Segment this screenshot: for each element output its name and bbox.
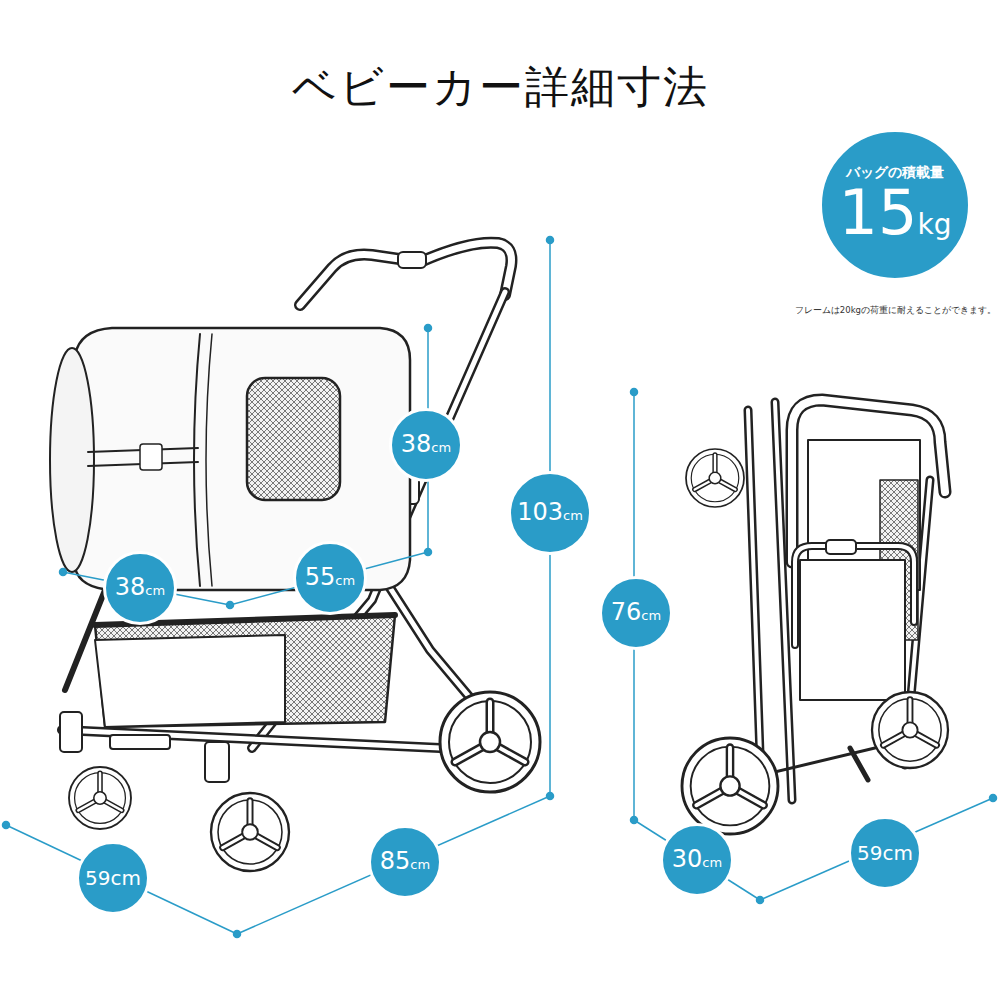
dimension-value: 85 bbox=[380, 849, 411, 874]
dimension-lines-part bbox=[547, 793, 554, 800]
handle-part bbox=[300, 243, 511, 305]
dimension-circle: 103cm bbox=[508, 471, 592, 555]
text-line: 103cm bbox=[517, 500, 583, 525]
dimension-value: 15 bbox=[839, 180, 918, 245]
dimension-value: 55 bbox=[305, 565, 336, 590]
folded-frame-part bbox=[826, 540, 856, 554]
text-line: 15kg bbox=[839, 180, 952, 245]
dimension-lines-part bbox=[3, 822, 10, 829]
text-line: 38cm bbox=[401, 432, 451, 457]
dimension-lines-part bbox=[990, 795, 997, 802]
text-line: 85cm bbox=[380, 849, 430, 874]
handle bbox=[300, 243, 511, 305]
dimension-value: 76 bbox=[611, 600, 642, 625]
dimension-lines-part bbox=[547, 237, 554, 244]
dimension-lines-part bbox=[6, 825, 237, 934]
dimension-lines-part bbox=[60, 569, 67, 576]
folded-frame-part bbox=[795, 546, 914, 645]
basket bbox=[95, 615, 395, 727]
handle-part bbox=[300, 243, 511, 305]
capacity-caption: バッグの積載量 bbox=[846, 165, 944, 180]
wheels-part bbox=[440, 692, 540, 792]
dimension-value: cm bbox=[431, 441, 451, 455]
carrier-bag-part bbox=[206, 334, 212, 586]
folded-wheels-part bbox=[872, 692, 948, 768]
dimension-value: cm bbox=[641, 609, 661, 623]
frame-tubes-part bbox=[385, 580, 482, 712]
basket-part bbox=[95, 615, 395, 727]
dimension-circle: 85cm bbox=[368, 825, 442, 899]
dimension-lines-part bbox=[425, 549, 432, 556]
basket-part bbox=[95, 635, 285, 727]
dimension-circle: 38cm bbox=[103, 551, 177, 625]
dimension-lines-part bbox=[237, 796, 550, 934]
dimension-lines-part bbox=[760, 798, 993, 900]
folded-frame-part bbox=[850, 748, 868, 780]
dimension-lines-part bbox=[227, 602, 234, 609]
wheels-part bbox=[211, 793, 289, 871]
wheels-part bbox=[205, 742, 229, 782]
wheels-part bbox=[69, 767, 131, 829]
dimension-circle: 38cm bbox=[389, 408, 463, 482]
frame-tubes-part bbox=[385, 580, 482, 712]
dimension-value: cm bbox=[563, 509, 583, 523]
text-line: 38cm bbox=[115, 575, 165, 600]
dimension-circle: 59cm bbox=[848, 816, 922, 890]
dimension-lines-part bbox=[757, 897, 764, 904]
carrier-bag-part bbox=[247, 378, 340, 500]
wheels-part bbox=[60, 712, 82, 752]
text-line: 55cm bbox=[305, 565, 355, 590]
dimension-circle: 55cm bbox=[293, 541, 367, 615]
folded-frame-part bbox=[792, 400, 945, 562]
dimension-value: cm bbox=[702, 856, 722, 870]
dimension-value: 103 bbox=[517, 500, 563, 525]
carrier-bag-part bbox=[50, 348, 94, 572]
wheels-part bbox=[110, 735, 170, 749]
carrier-bag-part bbox=[75, 328, 410, 590]
text-line: 59cm bbox=[857, 843, 913, 864]
dimension-lines bbox=[3, 237, 997, 938]
folded-frame-part bbox=[795, 546, 914, 645]
dimension-lines-part bbox=[234, 931, 241, 938]
wheels bbox=[60, 692, 540, 871]
carrier-bag-part bbox=[140, 444, 162, 470]
folded-wheels-part bbox=[682, 738, 778, 834]
frame-tubes bbox=[62, 292, 505, 748]
dimension-value: 59cm bbox=[85, 868, 141, 889]
dimension-lines-part bbox=[631, 817, 638, 824]
carrier-bag-part bbox=[194, 334, 200, 586]
handle-part bbox=[398, 252, 426, 268]
text-line: 76cm bbox=[611, 600, 661, 625]
frame-tubes-part bbox=[62, 730, 440, 748]
dimension-value: kg bbox=[917, 210, 951, 239]
folded-wheels bbox=[682, 449, 948, 834]
folded-frame-part bbox=[800, 560, 905, 700]
dimension-value: 30 bbox=[672, 847, 703, 872]
dimension-circle: 76cm bbox=[599, 576, 673, 650]
dimension-value: cm bbox=[335, 574, 355, 588]
dimension-circle: 59cm bbox=[76, 841, 150, 915]
dimension-value: cm bbox=[145, 584, 165, 598]
text-line: 59cm bbox=[85, 868, 141, 889]
dimension-lines-part bbox=[634, 820, 760, 900]
capacity-badge: バッグの積載量15kg bbox=[819, 129, 971, 281]
text-line: 30cm bbox=[672, 847, 722, 872]
dimension-value: 38 bbox=[401, 432, 432, 457]
title: ベビーカー詳細寸法 bbox=[0, 58, 1000, 117]
folded-stroller bbox=[682, 400, 948, 834]
note: フレームは20kgの荷重に耐えることができます。 bbox=[795, 305, 996, 317]
dimension-lines-part bbox=[631, 389, 638, 396]
frame-tubes-part bbox=[62, 730, 440, 748]
dimension-circle: 30cm bbox=[660, 823, 734, 897]
folded-frame-part bbox=[792, 400, 945, 562]
folded-wheels-part bbox=[686, 449, 744, 507]
dimension-value: 59cm bbox=[857, 843, 913, 864]
dimension-value: cm bbox=[410, 858, 430, 872]
dimension-lines-part bbox=[425, 325, 432, 332]
text-line: バッグの積載量 bbox=[846, 165, 944, 180]
dimension-value: 38 bbox=[115, 575, 146, 600]
left-stroller bbox=[50, 243, 540, 871]
